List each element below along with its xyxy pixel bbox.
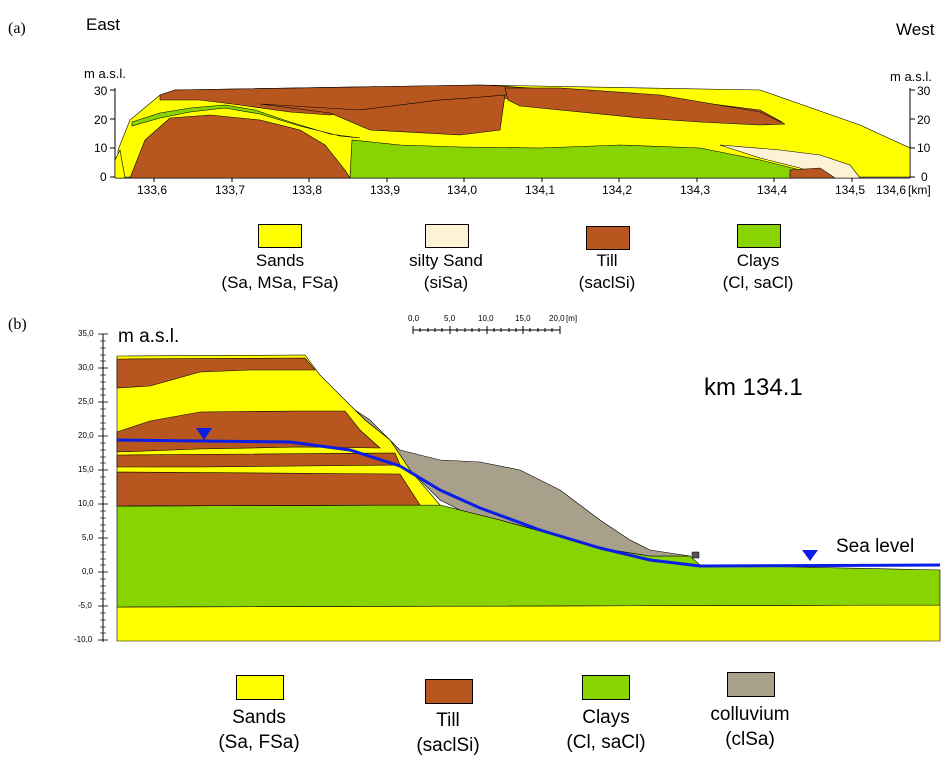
till-layer-a-bottom: [789, 167, 836, 179]
east-label: East: [86, 15, 121, 34]
scale-tick-15: 15,0: [515, 314, 531, 323]
y-tick-left-10: 10: [94, 141, 108, 155]
scale-tick-5: 5,0: [444, 314, 456, 323]
x-tick-134-5: 134,5: [835, 183, 866, 197]
legend-a-silty-sand: silty Sand (siSa): [366, 250, 526, 294]
water-table-marker-right: [802, 550, 818, 561]
y-tick-left-20: 20: [94, 113, 108, 127]
panel-b-label: (b): [8, 316, 27, 333]
legend-a-clays: Clays (Cl, saCl): [683, 250, 833, 294]
y-tick-right-10: 10: [917, 141, 931, 155]
legend-b-colluvium-name: colluvium: [710, 704, 790, 725]
legend-b-sands-code: (Sa, FSa): [218, 732, 300, 753]
legend-b-swatch-sands: [236, 675, 284, 700]
x-tick-133-9: 133,9: [370, 183, 401, 197]
till-band-b-4: [116, 471, 421, 507]
y-unit-right: m a.s.l.: [890, 69, 932, 84]
y-tick-right-30: 30: [917, 84, 931, 98]
legend-b-sands: Sands (Sa, FSa): [184, 705, 334, 755]
groundwater-line: [116, 438, 941, 568]
scale-tick-10: 10,0: [478, 314, 494, 323]
y-tick-right-20: 20: [917, 113, 931, 127]
legend-a-swatch-clays: [737, 224, 781, 248]
till-band-b-1: [116, 357, 316, 389]
y-tick-b-0: 0,0: [82, 567, 94, 576]
x-tick-134-2: 134,2: [602, 183, 633, 197]
y-tick-b-m10: -10,0: [74, 635, 93, 644]
legend-a-swatch-till: [586, 226, 630, 250]
legend-a-clays-code: (Cl, saCl): [722, 273, 794, 292]
x-tick-134-4: 134,4: [757, 183, 788, 197]
till-layer-a-middle: [259, 94, 506, 136]
water-table-marker-left: [196, 428, 212, 440]
panel-a-label: (a): [8, 20, 26, 37]
legend-b-swatch-colluvium: [727, 672, 775, 697]
legend-b-till-name: Till: [436, 710, 460, 731]
scale-tick-0: 0,0: [408, 314, 420, 323]
legend-b-colluvium: colluvium (clSa): [680, 702, 820, 752]
legend-a-till-code: (saclSi): [578, 273, 636, 292]
y-tick-b-25: 25,0: [78, 397, 94, 406]
legend-a-till: Till (saclSi): [547, 250, 667, 294]
legend-a-clays-name: Clays: [736, 251, 780, 270]
y-unit-left: m a.s.l.: [84, 66, 126, 81]
colluvium-layer-b: [354, 409, 691, 557]
sands-layer-b-bottom: [116, 604, 941, 642]
legend-b-till: Till (saclSi): [388, 708, 508, 758]
x-tick-133-6: 133,6: [137, 183, 168, 197]
x-tick-134-6: 134,6: [876, 183, 907, 197]
scale-tick-20: 20,0: [549, 314, 565, 323]
clay-band-a: [131, 104, 361, 139]
scale-bar: [412, 326, 561, 334]
legend-a-sands: Sands (Sa, MSa, FSa): [180, 250, 380, 294]
x-tick-133-7: 133,7: [215, 183, 246, 197]
y-tick-b-10: 10,0: [78, 499, 94, 508]
legend-b-clays-code: (Cl, saCl): [566, 732, 646, 753]
y-tick-b-30: 30,0: [78, 363, 94, 372]
y-tick-b-m5: -5,0: [78, 601, 92, 610]
y-tick-b-15: 15,0: [78, 465, 94, 474]
scale-unit: [m]: [566, 314, 578, 323]
sea-level-label: Sea level: [836, 536, 915, 557]
till-layer-a-right: [504, 87, 786, 126]
legend-a-sands-code: (Sa, MSa, FSa): [221, 273, 339, 292]
y-tick-left-30: 30: [94, 84, 108, 98]
x-unit-km: [km]: [908, 183, 931, 197]
legend-a-sands-name: Sands: [255, 251, 305, 270]
section-km-label: km 134.1: [704, 374, 803, 401]
y-tick-right-0: 0: [921, 170, 928, 184]
y-tick-b-35: 35,0: [78, 329, 94, 338]
legend-b-clays-name: Clays: [582, 707, 630, 728]
legend-b-swatch-till: [425, 679, 473, 704]
cross-section-a: [110, 84, 915, 182]
west-label: West: [896, 20, 935, 39]
y-tick-b-5: 5,0: [82, 533, 94, 542]
legend-b-sands-name: Sands: [232, 707, 286, 728]
x-tick-133-8: 133,8: [292, 183, 323, 197]
legend-a-swatch-silty-sand: [425, 224, 469, 248]
x-tick-134-0: 134,0: [447, 183, 478, 197]
y-tick-left-0: 0: [100, 170, 107, 184]
legend-a-silty-sand-name: silty Sand: [409, 251, 483, 270]
legend-b-clays: Clays (Cl, saCl): [531, 705, 681, 755]
legend-a-silty-sand-code: (siSa): [423, 273, 469, 292]
silty-sand-layer-a: [719, 144, 861, 179]
panel-b-y-unit: m a.s.l.: [118, 326, 180, 347]
legend-b-till-code: (saclSi): [416, 735, 480, 756]
legend-a-till-name: Till: [596, 251, 618, 270]
till-layer-a-left: [129, 114, 351, 179]
legend-b-swatch-clays: [582, 675, 630, 700]
legend-a-swatch-sands: [258, 224, 302, 248]
legend-b-colluvium-code: (clSa): [725, 729, 775, 750]
x-tick-134-1: 134,1: [525, 183, 556, 197]
x-tick-134-3: 134,3: [680, 183, 711, 197]
y-tick-b-20: 20,0: [78, 431, 94, 440]
till-band-b-3: [116, 452, 401, 468]
